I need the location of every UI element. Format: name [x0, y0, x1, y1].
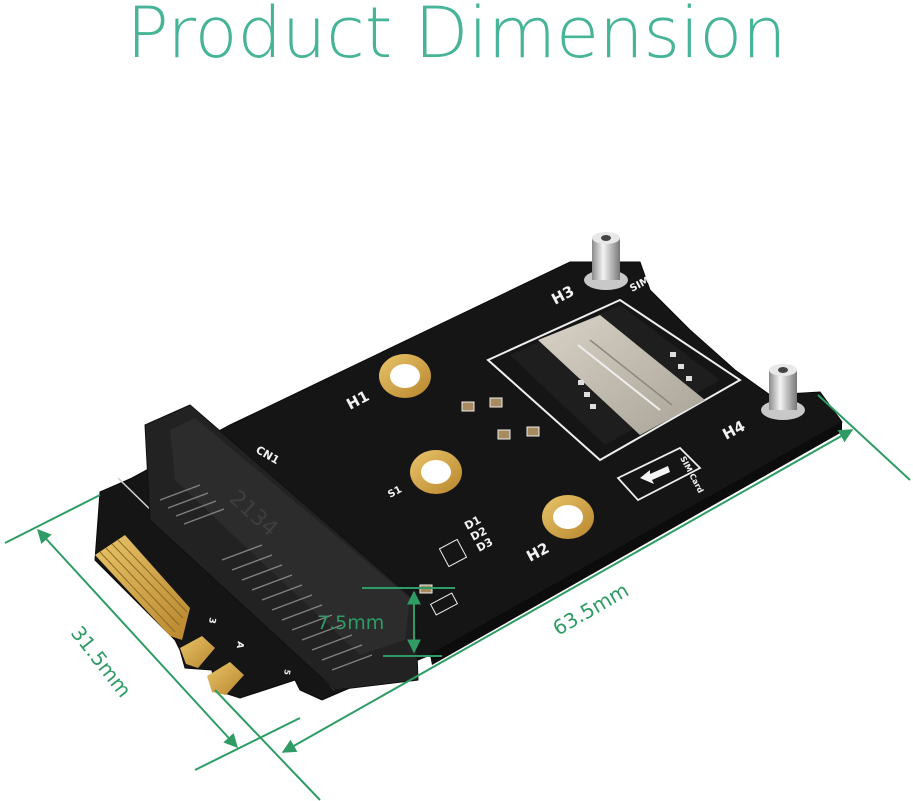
standoff-h4: [761, 364, 805, 420]
height-dimension-label: 7.5mm: [317, 612, 384, 634]
edge-label-a: A: [234, 640, 245, 649]
dimension-height: 7.5mm: [317, 587, 455, 657]
width-dimension-label: 31.5mm: [66, 621, 136, 702]
sim-card-holder: [486, 298, 742, 462]
page-title: Product Dimension: [126, 0, 787, 74]
standoff-h3: [584, 232, 628, 290]
